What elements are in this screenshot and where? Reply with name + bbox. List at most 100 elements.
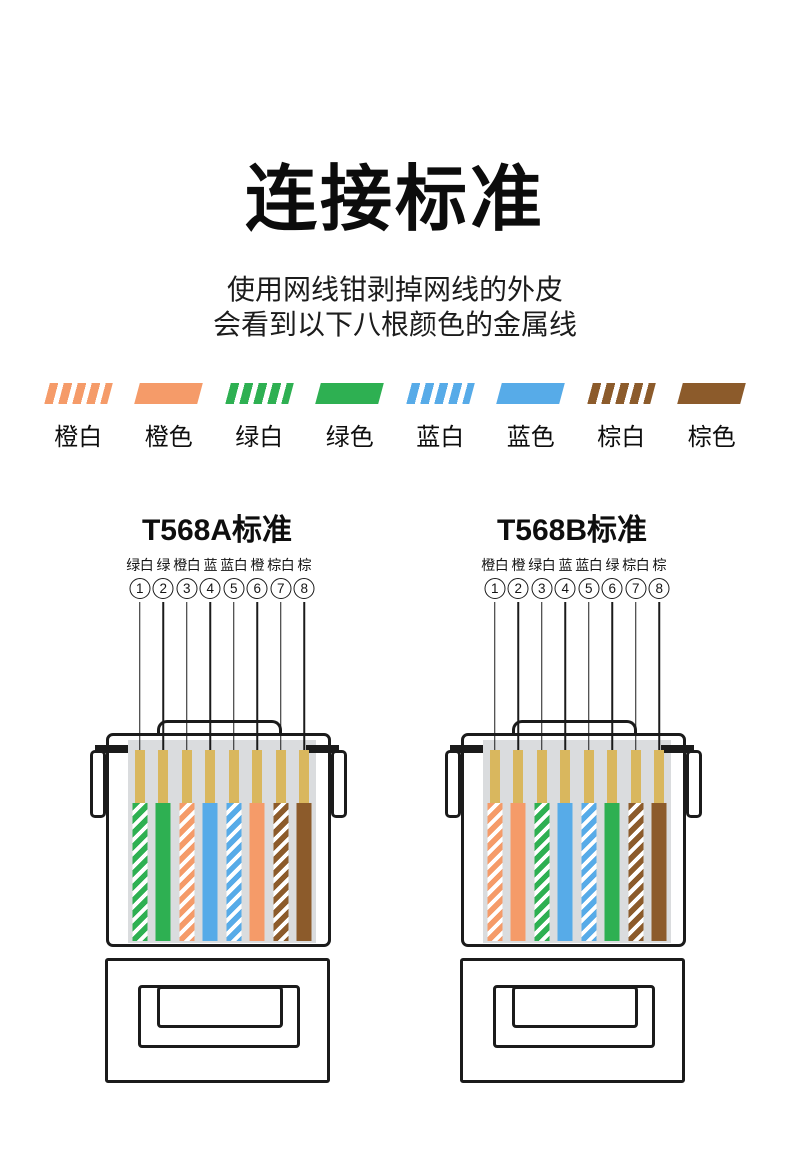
- standard-title-t568b: T568B标准: [496, 514, 648, 547]
- connector-latch-left: [445, 750, 461, 818]
- standard-t568b: T568B标准 橙白 1: [440, 505, 704, 1111]
- subtitle-line-2: 会看到以下八根颜色的金属线: [212, 309, 577, 340]
- legend-label: 蓝色: [506, 424, 555, 451]
- wire-color-swatch: [496, 383, 566, 404]
- pin-leader-line: [209, 602, 211, 750]
- connector-latch-left: [90, 750, 106, 818]
- legend-item: 棕色: [667, 383, 758, 452]
- twisted-pair-wire: [179, 803, 195, 941]
- pin-color-label: 绿白: [126, 557, 154, 573]
- pin-leader-line: [635, 602, 637, 750]
- pin-number-badge: 6: [246, 578, 268, 599]
- cable-recess-inner: [157, 986, 283, 1028]
- pin-leader-line: [162, 602, 164, 750]
- wire-color-swatch: [224, 383, 294, 404]
- pin-slots-t568a: 绿白 1 绿 2 橙白 3: [126, 555, 317, 941]
- pin-leader-line: [186, 602, 188, 750]
- pin-number-badge: 4: [199, 578, 221, 599]
- wire-color-swatch: [677, 383, 747, 404]
- subtitle-line-1: 使用网线钳剥掉网线的外皮: [226, 274, 563, 305]
- pin-number-badge: 5: [578, 578, 600, 599]
- pin-color-label: 棕: [652, 557, 667, 573]
- legend-item: 橙白: [33, 383, 124, 452]
- pin-slot: 蓝白 5: [575, 555, 603, 941]
- pin-slot: 棕 8: [648, 555, 672, 941]
- twisted-pair-wire: [296, 803, 312, 941]
- wire-color-swatch: [405, 383, 475, 404]
- pin-color-label: 橙: [250, 557, 265, 573]
- pin-color-label: 绿: [156, 557, 171, 573]
- pin-number-badge: 3: [176, 578, 198, 599]
- pin-slot: 蓝 4: [554, 555, 578, 941]
- pin-color-label: 蓝: [203, 557, 218, 573]
- pin-leader-line: [541, 602, 543, 750]
- connector-shoulder-right: [306, 745, 339, 753]
- connector-shoulder-left: [450, 745, 483, 753]
- pin-leader-line: [256, 602, 258, 750]
- twisted-pair-wire: [249, 803, 265, 941]
- pin-number-badge: 2: [507, 578, 529, 599]
- connector-latch-right: [686, 750, 702, 818]
- gold-contact-pin: [134, 750, 145, 805]
- gold-contact-pin: [654, 750, 665, 805]
- pin-leader-line: [303, 602, 305, 750]
- twisted-pair-wire: [155, 803, 171, 941]
- pin-leader-line: [139, 602, 141, 750]
- pin-leader-line: [588, 602, 590, 750]
- pin-slot: 棕白 7: [267, 555, 295, 941]
- wire-color-swatch: [315, 383, 385, 404]
- pin-color-label: 橙白: [481, 557, 509, 573]
- pin-leader-line: [494, 602, 496, 750]
- gold-contact-pin: [205, 750, 216, 805]
- legend-label: 绿色: [325, 424, 374, 451]
- pin-slot: 棕 8: [293, 555, 317, 941]
- wire-color-legend: 橙白 橙色 绿白 绿色 蓝白 蓝色: [33, 383, 757, 452]
- pin-color-label: 棕白: [622, 557, 650, 573]
- pin-slot: 蓝 4: [199, 555, 223, 941]
- cable-recess-inner: [512, 986, 638, 1028]
- gold-contact-pin: [513, 750, 524, 805]
- legend-label: 橙色: [144, 424, 193, 451]
- twisted-pair-wire: [202, 803, 218, 941]
- pin-color-label: 棕白: [267, 557, 295, 573]
- legend-item: 橙色: [124, 383, 215, 452]
- legend-label: 蓝白: [416, 424, 465, 451]
- gold-contact-pin: [607, 750, 618, 805]
- gold-contact-pin: [630, 750, 641, 805]
- legend-label: 橙白: [54, 424, 103, 451]
- pin-color-label: 棕: [297, 557, 312, 573]
- standard-t568a: T568A标准 绿白 1: [85, 505, 349, 1111]
- gold-contact-pin: [583, 750, 594, 805]
- pin-number-badge: 1: [129, 578, 151, 599]
- gold-contact-pin: [158, 750, 169, 805]
- pin-leader-line: [233, 602, 235, 750]
- pin-number-badge: 4: [554, 578, 576, 599]
- legend-label: 棕色: [687, 424, 736, 451]
- gold-contact-pin: [228, 750, 239, 805]
- wire-color-swatch: [43, 383, 113, 404]
- pin-number-badge: 6: [601, 578, 623, 599]
- wire-color-swatch: [586, 383, 656, 404]
- pin-slot: 绿白 3: [528, 555, 556, 941]
- gold-contact-pin: [560, 750, 571, 805]
- twisted-pair-wire: [132, 803, 148, 941]
- twisted-pair-wire: [226, 803, 242, 941]
- connector-shoulder-right: [661, 745, 694, 753]
- pin-slot: 橙白 3: [173, 555, 201, 941]
- twisted-pair-wire: [628, 803, 644, 941]
- pin-slot: 绿 2: [152, 555, 176, 941]
- pin-color-label: 橙: [511, 557, 526, 573]
- twisted-pair-wire: [557, 803, 573, 941]
- twisted-pair-wire: [273, 803, 289, 941]
- pin-leader-line: [517, 602, 519, 750]
- pin-number-badge: 2: [152, 578, 174, 599]
- page-subtitle: 使用网线钳剥掉网线的外皮 会看到以下八根颜色的金属线: [0, 272, 790, 342]
- legend-item: 绿白: [214, 383, 305, 452]
- pin-slot: 蓝白 5: [220, 555, 248, 941]
- pin-slot: 橙 6: [246, 555, 270, 941]
- gold-contact-pin: [299, 750, 310, 805]
- gold-contact-pin: [489, 750, 500, 805]
- connector-latch-right: [331, 750, 347, 818]
- legend-item: 棕白: [576, 383, 667, 452]
